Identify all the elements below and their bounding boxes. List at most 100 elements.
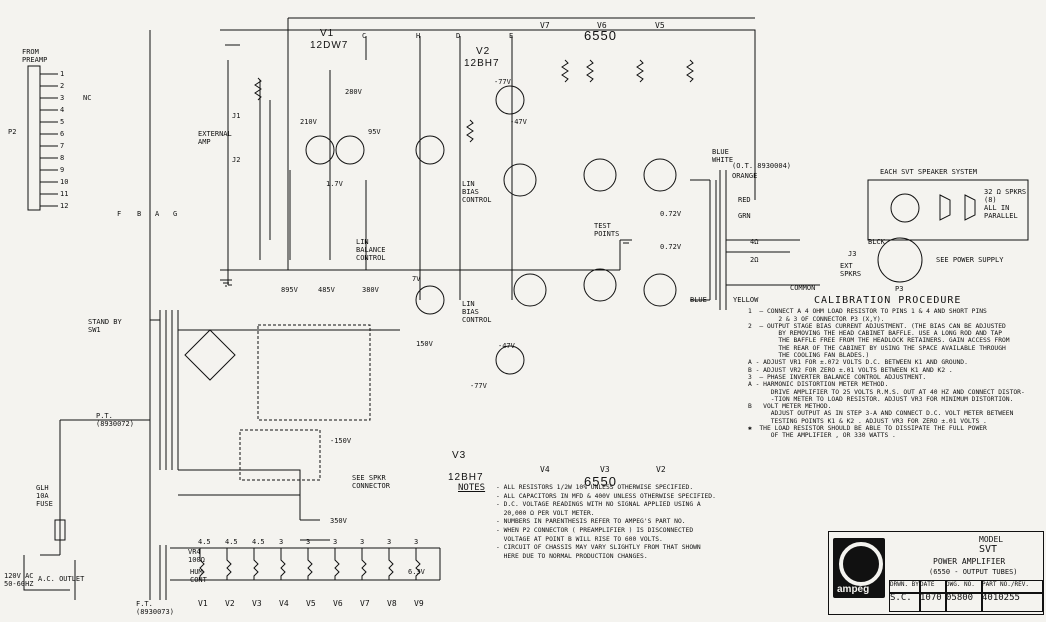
p2-pin-number: 8 — [60, 154, 64, 162]
v2-type: 12BH7 — [464, 58, 500, 69]
calibration-line: DRIVE AMPLIFIER TO 25 VOLTS R.M.S. OUT A… — [748, 388, 1025, 396]
p2-pin-number: 1 — [60, 70, 64, 78]
calibration-line: 2 & 3 OF CONNECTOR P3 (X,Y). — [748, 315, 885, 323]
val-drwn: S.C. — [889, 592, 921, 612]
calibration-line: -TION METER TO LOAD RESISTOR. ADJUST VR3… — [748, 395, 1014, 403]
v-485: 485V — [318, 286, 335, 294]
tube-6550-v2 — [643, 273, 677, 307]
tube-envelopes — [305, 85, 677, 375]
note-line: 20,000 Ω PER VOLT METER. — [496, 509, 595, 517]
heater-tube-label: V6 — [333, 599, 343, 608]
v-minus150: -150V — [330, 437, 352, 445]
filament-transformer — [149, 545, 167, 600]
grn-label: GRN — [738, 212, 751, 220]
j3-label: J3 — [848, 250, 857, 258]
node-c: C — [362, 32, 367, 40]
val-part: 4010255 — [981, 592, 1043, 612]
blue-white-label: BLUE WHITE — [712, 148, 734, 164]
node-nc: NC — [83, 94, 92, 102]
speaker-system-box — [867, 179, 1029, 241]
tube-6550-v6 — [583, 158, 617, 192]
note-line: - ALL CAPACITORS IN MFD & 400V UNLESS OT… — [496, 492, 716, 500]
bottom-v2-label: V2 — [656, 465, 666, 474]
heater-voltage-label: 3 — [279, 538, 284, 546]
calibration-line: THE BAFFLE FREE FROM THE HEADLOCK RETAIN… — [748, 337, 1010, 345]
hdr-part: PART NO./REV. — [981, 580, 1043, 594]
calibration-line: B - ADJUST VR2 FOR ZERO ±.01 VOLTS BETWE… — [748, 366, 953, 374]
title-sub: (6550 - OUTPUT TUBES) — [929, 568, 1018, 576]
heater-filament — [199, 548, 205, 580]
calibration-line: A - ADJUST VR1 FOR ±.072 VOLTS D.C. BETW… — [748, 359, 968, 367]
v-47b: -47V — [498, 342, 515, 350]
v-47a: -47V — [510, 118, 527, 126]
p2-pin-number: 2 — [60, 82, 64, 90]
val-dwg: 05800 — [945, 592, 983, 612]
p3-connector — [877, 237, 923, 283]
vr4-label: VR4 100Ω — [188, 548, 205, 564]
external-amp-label: EXTERNAL AMP — [198, 130, 232, 146]
calibration-line: 3 — PHASE INVERTER BALANCE CONTROL ADJUS… — [748, 373, 927, 381]
note-line: - D.C. VOLTAGE READINGS WITH NO SIGNAL A… — [496, 501, 701, 509]
from-preamp-label: FROM PREAMP — [22, 48, 48, 64]
tube-v2b — [495, 85, 525, 115]
calibration-procedure: CALIBRATION PROCEDURE 1 — CONNECT A 4 OH… — [748, 295, 1044, 440]
heater-tube-label: V3 — [252, 599, 262, 608]
tube-6550-v3 — [583, 268, 617, 302]
node-d: D — [456, 32, 461, 40]
v-380: 380V — [362, 286, 379, 294]
p2-connector — [27, 65, 41, 211]
speaker-system-title: EACH SVT SPEAKER SYSTEM — [880, 168, 977, 176]
top-6550-label: 6550 — [584, 28, 617, 43]
heater-voltage-label: 3 — [306, 538, 311, 546]
calibration-line: BY REMOVING THE HEAD CABINET BAFFLE. USE… — [748, 330, 1003, 338]
hdr-dwg: DWG. NO. — [945, 580, 983, 594]
heater-filament — [334, 548, 340, 580]
calibration-line: 2 — OUTPUT STAGE BIAS CURRENT ADJUSTMENT… — [748, 322, 1006, 330]
node-b: B — [137, 210, 142, 218]
yellow-label: YELLOW — [733, 296, 759, 304]
p2-pin-number: 6 — [60, 130, 64, 138]
tube-6550-v5 — [643, 158, 677, 192]
common-label: COMMON — [790, 284, 816, 292]
note-line: - WHEN P2 CONNECTOR ( PREAMPLIFIER ) IS … — [496, 526, 694, 534]
v3-type: 12BH7 — [448, 472, 484, 483]
tube-v1a — [305, 135, 335, 165]
calibration-title: CALIBRATION PROCEDURE — [814, 295, 962, 306]
calibration-line: ✱ THE LOAD RESISTOR SHOULD BE ABLE TO DI… — [748, 425, 987, 433]
v1-type: 12DW7 — [310, 40, 349, 51]
model-label: MODEL — [979, 535, 1004, 544]
title-block: ampeg MODEL SVT POWER AMPLIFIER (6550 - … — [828, 531, 1044, 615]
v-95: 95V — [368, 128, 381, 136]
title-name: POWER AMPLIFIER — [933, 557, 1006, 566]
filament-transformer-label: F.T. (8930073) — [136, 600, 174, 616]
power-transformer-label: P.T. (8930072) — [96, 412, 134, 428]
node-a: A — [155, 210, 160, 218]
top-v6-label: V6 — [597, 21, 607, 30]
top-v5-label: V5 — [655, 21, 665, 30]
model-value: SVT — [979, 544, 998, 555]
tube-v1b — [335, 135, 365, 165]
heater-tube-label: V2 — [225, 599, 235, 608]
heater-tube-label: V5 — [306, 599, 316, 608]
notes-block: NOTES - ALL RESISTORS 1/2W 10% UNLESS OT… — [458, 484, 748, 561]
node-f: F — [117, 210, 122, 218]
tube-v3b — [495, 345, 525, 375]
v-150: 150V — [416, 340, 433, 348]
v-6-3: 6.3V — [408, 568, 425, 576]
tube-v2a — [415, 135, 445, 165]
heater-tube-label: V7 — [360, 599, 370, 608]
calibration-line: OF THE AMPLIFIER , OR 330 WATTS . — [748, 432, 896, 440]
bridge-rectifier — [184, 329, 236, 381]
heater-tube-label: V9 — [414, 599, 424, 608]
p2-pin-number: 12 — [60, 202, 68, 210]
p2-label: P2 — [8, 128, 17, 136]
power-supply-label: SEE POWER SUPPLY — [936, 256, 1004, 264]
ohm2-label: 2Ω — [750, 256, 759, 264]
heater-voltage-label: 3 — [387, 538, 392, 546]
heater-filament — [253, 548, 259, 580]
v3-label: V3 — [452, 450, 467, 461]
calibration-line: TESTING POINTS K1 & K2 . ADJUST VR3 FOR … — [748, 417, 987, 425]
calibration-line: THE REAR OF THE CABINET BY USING THE SPA… — [748, 344, 1006, 352]
speaker-note: 32 Ω SPKRS (8) ALL IN PARALLEL — [984, 188, 1027, 220]
output-transformer — [709, 170, 727, 310]
